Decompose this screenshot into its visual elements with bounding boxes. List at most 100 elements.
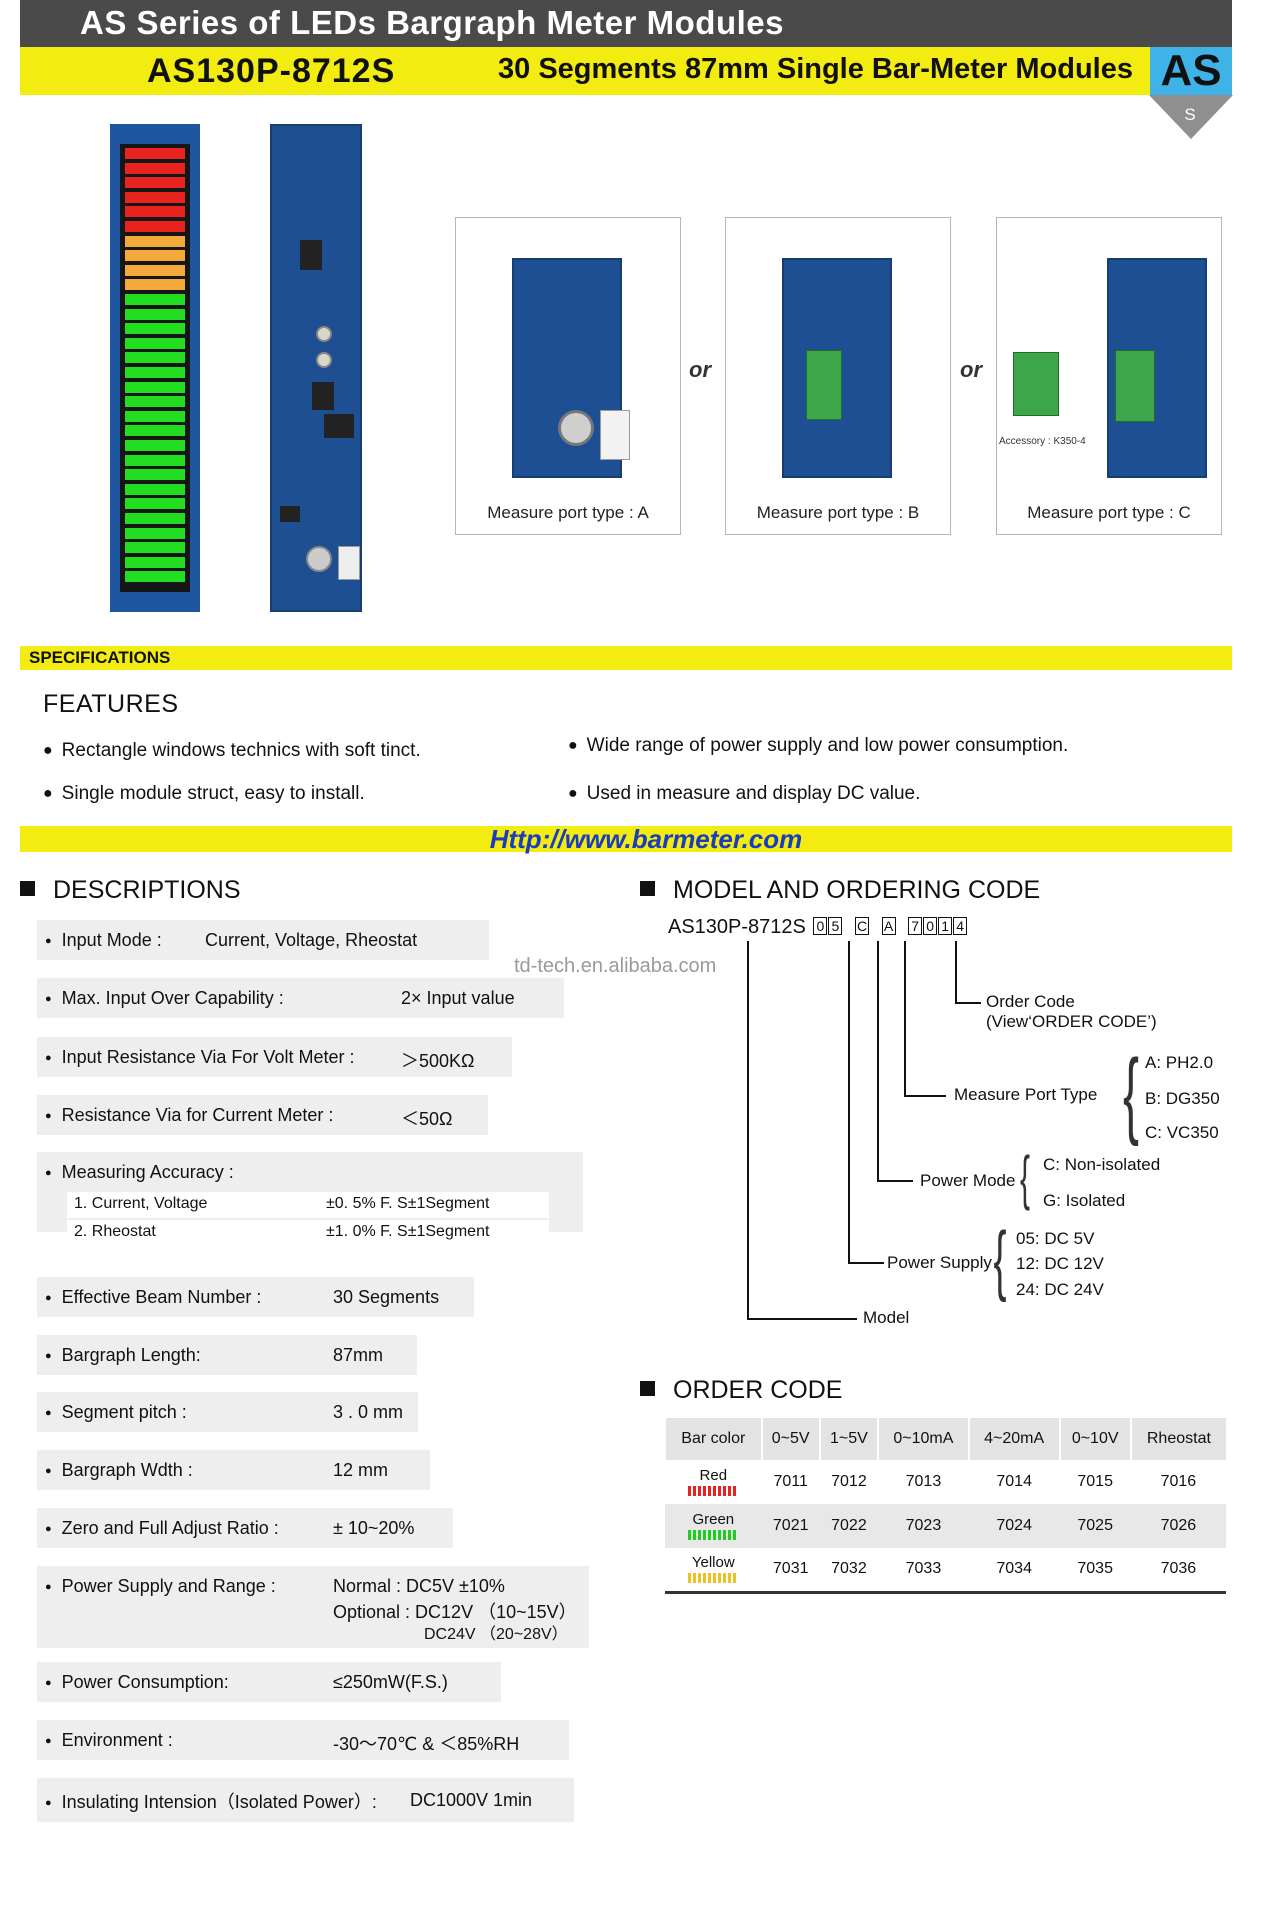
- table-header: Rheostat: [1129, 1418, 1226, 1460]
- bar-color-cell: Yellow: [665, 1548, 762, 1594]
- power-mode-option: G: Isolated: [1043, 1191, 1126, 1210]
- bar-color-cell: Green: [665, 1504, 762, 1548]
- order-code-cell: 7016: [1160, 1473, 1197, 1490]
- model-code: AS130P-8712S: [668, 916, 806, 938]
- pcb-image: [782, 258, 892, 478]
- pcb-image: [1107, 258, 1207, 478]
- bargraph-segment: [125, 483, 185, 495]
- order-code-cell: 7032: [819, 1548, 879, 1594]
- desc-row-power: Power Supply and Range : Normal : DC5V ±…: [37, 1566, 589, 1648]
- order-code-cell: 7026: [1130, 1504, 1226, 1548]
- desc-row: Insulating Intension（Isolated Power）:DC1…: [37, 1778, 574, 1822]
- brace-icon: {: [993, 1215, 1007, 1303]
- table-header: Bar color: [664, 1418, 762, 1460]
- feature-item: Rectangle windows technics with soft tin…: [43, 740, 421, 762]
- specifications-bar: SPECIFICATIONS: [20, 646, 1232, 670]
- desc-row: Segment pitch :3 . 0 mm: [37, 1392, 418, 1432]
- port-type-option: A: PH2.0: [1145, 1053, 1214, 1072]
- model-title: AS130P-8712S: [147, 52, 396, 90]
- port-type-b-card: Measure port type : B: [725, 217, 951, 535]
- brace-icon: {: [1123, 1040, 1140, 1147]
- bargraph-segment: [125, 396, 185, 408]
- port-b-label: Measure port type : B: [756, 503, 920, 522]
- power-supply-label: Power Supply: [887, 1253, 992, 1272]
- or-text-1: or: [689, 357, 711, 382]
- model-header: AS130P-8712S 30 Segments 87mm Single Bar…: [20, 47, 1150, 95]
- port-c-label: Measure port type : C: [1027, 503, 1191, 522]
- website-link[interactable]: Http://www.barmeter.com: [489, 824, 803, 854]
- pcb-image: [512, 258, 630, 478]
- order-code-cell: 7021: [761, 1504, 820, 1548]
- bargraph-segment: [125, 381, 185, 393]
- bargraph-segment: [125, 542, 185, 554]
- order-code-cell: 7012: [831, 1473, 867, 1490]
- model-label: Model: [863, 1308, 910, 1327]
- model-line: [747, 941, 749, 1320]
- table-header: 1~5V: [818, 1418, 879, 1460]
- bargraph-segment: [125, 556, 185, 568]
- feature-item: Single module struct, easy to install.: [43, 783, 365, 805]
- port-type-option: B: DG350: [1145, 1089, 1220, 1108]
- accuracy-row: 1. Current, Voltage±0. 5% F. S±1Segment: [67, 1192, 549, 1218]
- desc-row: Zero and Full Adjust Ratio :± 10~20%: [37, 1508, 453, 1548]
- bargraph-segment: [125, 337, 185, 349]
- feature-item: Used in measure and display DC value.: [568, 783, 921, 805]
- led-strip-icon: [688, 1530, 739, 1540]
- table-header: 0~10mA: [877, 1418, 969, 1460]
- desc-row: Bargraph Wdth :12 mm: [37, 1450, 430, 1490]
- bargraph-segment: [125, 440, 185, 451]
- order-code-cell: 7023: [878, 1504, 969, 1548]
- order-code-cell: 7013: [905, 1473, 942, 1490]
- bargraph-segment: [125, 235, 185, 247]
- badge-triangle: [1149, 95, 1233, 139]
- brace-icon: {: [1020, 1144, 1031, 1211]
- order-code-cell: 7022: [819, 1504, 879, 1548]
- power-mode-line: [877, 941, 879, 1182]
- bargraph-segment: [125, 279, 185, 291]
- badge-sub: S: [1184, 105, 1196, 124]
- power-supply-option: 24: DC 24V: [1016, 1280, 1104, 1299]
- order-code-cell: 7031: [761, 1548, 820, 1594]
- port-type-a-card: Measure port type : A: [455, 217, 681, 535]
- power-supply-option: 05: DC 5V: [1016, 1229, 1095, 1248]
- bargraph-segment: [125, 323, 185, 335]
- port-type-label: Measure Port Type: [954, 1085, 1098, 1104]
- pcb-board-image: [270, 124, 362, 612]
- port-type-c-card: Accessory : K350-4 Measure port type : C: [996, 217, 1222, 535]
- square-bullet-icon: [20, 881, 35, 896]
- power-supply-option: 12: DC 12V: [1016, 1254, 1104, 1273]
- order-code-line: [955, 941, 957, 1004]
- port-type-option: C: VC350: [1145, 1123, 1219, 1142]
- order-code-cell: 7014: [996, 1473, 1032, 1490]
- bargraph-segment: [125, 294, 185, 305]
- bargraph-segment: [125, 498, 185, 510]
- accessory-connector-image: [1013, 352, 1059, 416]
- ordering-title: MODEL AND ORDERING CODE: [640, 876, 1040, 905]
- order-code-cell: 7036: [1130, 1548, 1226, 1594]
- bargraph-segment: [125, 264, 185, 276]
- square-bullet-icon: [640, 881, 655, 896]
- bargraph-segment: [125, 410, 185, 422]
- bargraph-segment: [125, 148, 185, 159]
- order-code-cell: 7024: [968, 1504, 1060, 1548]
- desc-row: Resistance Via for Current Meter :＜50Ω: [37, 1095, 488, 1135]
- series-header: AS Series of LEDs Bargraph Meter Modules: [20, 0, 1232, 47]
- features-title: FEATURES: [43, 690, 179, 718]
- watermark-text: td-tech.en.alibaba.com: [514, 955, 717, 977]
- bargraph-segment: [125, 191, 185, 203]
- series-title: AS Series of LEDs Bargraph Meter Modules: [80, 4, 784, 41]
- desc-row: Input Resistance Via For Volt Meter :＞50…: [37, 1037, 512, 1077]
- order-code-sub: (View‘ORDER CODE’): [986, 1012, 1157, 1031]
- order-code-label: Order Code: [986, 992, 1075, 1011]
- power-supply-line: [848, 941, 850, 1264]
- port-a-label: Measure port type : A: [487, 503, 649, 522]
- order-code-cell: 7011: [773, 1473, 808, 1490]
- url-bar: Http://www.barmeter.com: [20, 826, 1232, 852]
- bargraph-segment: [125, 177, 185, 189]
- model-subtitle: 30 Segments 87mm Single Bar-Meter Module…: [498, 53, 1133, 85]
- bargraph-segment: [125, 513, 185, 524]
- led-strip-icon: [688, 1573, 739, 1584]
- desc-row: Max. Input Over Capability :2× Input val…: [37, 978, 564, 1018]
- order-code-cell: 7015: [1077, 1473, 1113, 1490]
